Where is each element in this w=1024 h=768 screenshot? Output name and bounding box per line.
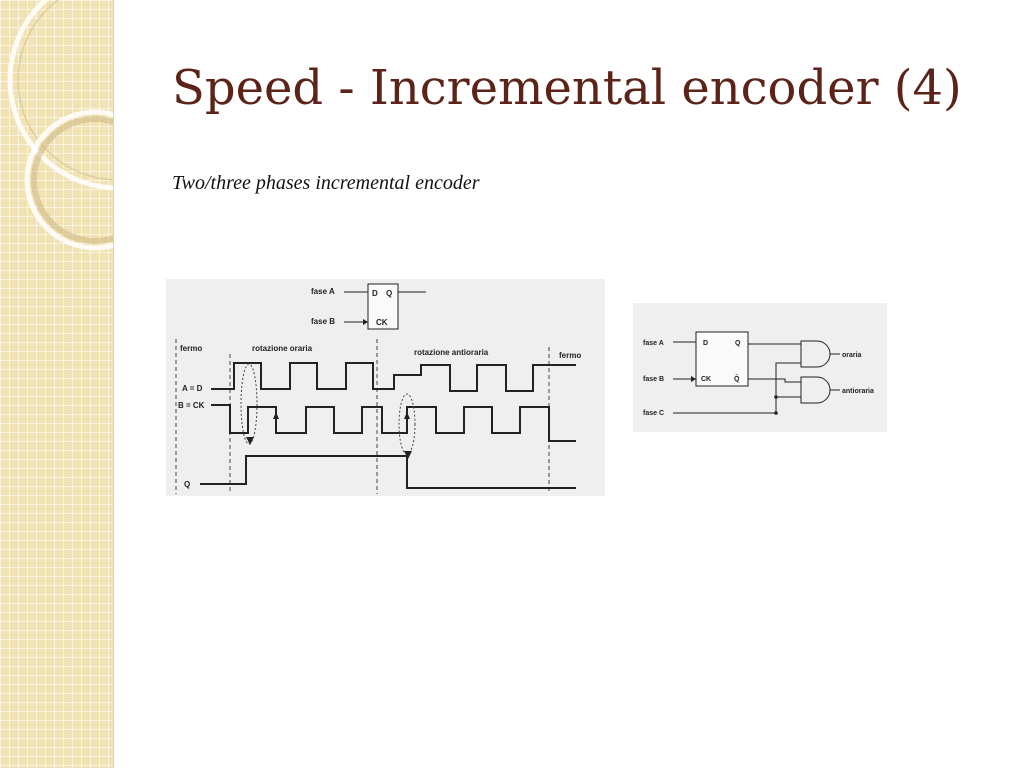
logic-diagram-svg: fase A fase B fase C D Q CK Q̄ oraria an…: [643, 331, 874, 417]
logic-output-antioraria: antioraria: [842, 388, 874, 395]
logic-output-oraria: oraria: [842, 352, 862, 359]
input-label-fase-a: fase A: [311, 287, 335, 296]
signal-label-a-d: A = D: [182, 384, 203, 393]
logic-input-fase-a: fase A: [643, 340, 664, 347]
logic-flipflop-pin-q: Q: [735, 340, 741, 347]
input-label-fase-b: fase B: [311, 317, 335, 326]
waveform-q: [200, 455, 576, 489]
and-gate-antioraria: [800, 376, 831, 404]
logic-input-fase-c: fase C: [643, 410, 664, 417]
region-label-fermo-end: fermo: [559, 351, 581, 360]
and-gate-oraria: [800, 340, 831, 368]
logic-flipflop-box: [695, 331, 749, 387]
decorative-circles: [7, 0, 113, 251]
logic-flipflop-pin-qbar: Q̄: [734, 374, 740, 383]
flipflop-pin-d: D: [372, 289, 378, 298]
logic-flipflop-pin-d: D: [703, 340, 708, 347]
slide-title: Speed - Incremental encoder (4): [172, 60, 962, 116]
region-label-rotazione-oraria: rotazione oraria: [252, 344, 313, 353]
logic-diagram: fase A fase B fase C D Q CK Q̄ oraria an…: [633, 303, 887, 432]
flipflop-pin-q: Q: [386, 289, 392, 298]
region-label-fermo-start: fermo: [180, 344, 202, 353]
decorative-side-strip: [0, 0, 114, 768]
logic-input-fase-b: fase B: [643, 376, 664, 383]
signal-label-b-ck: B = CK: [178, 401, 205, 410]
flipflop-box: [367, 283, 399, 330]
region-label-rotazione-antioraria: rotazione antioraria: [414, 348, 489, 357]
logic-flipflop-pin-ck: CK: [701, 376, 711, 383]
transition-loop-clockwise: [240, 363, 258, 445]
waveform-a: [211, 362, 576, 392]
signal-label-q: Q: [184, 480, 190, 489]
flipflop-pin-ck: CK: [376, 318, 388, 327]
slide-subtitle: Two/three phases incremental encoder: [172, 172, 480, 194]
waveform-b: [211, 404, 576, 442]
timing-diagram: fase A fase B D Q CK fermo rotazione ora…: [166, 279, 605, 496]
timing-diagram-svg: fase A fase B D Q CK fermo rotazione ora…: [175, 283, 581, 494]
